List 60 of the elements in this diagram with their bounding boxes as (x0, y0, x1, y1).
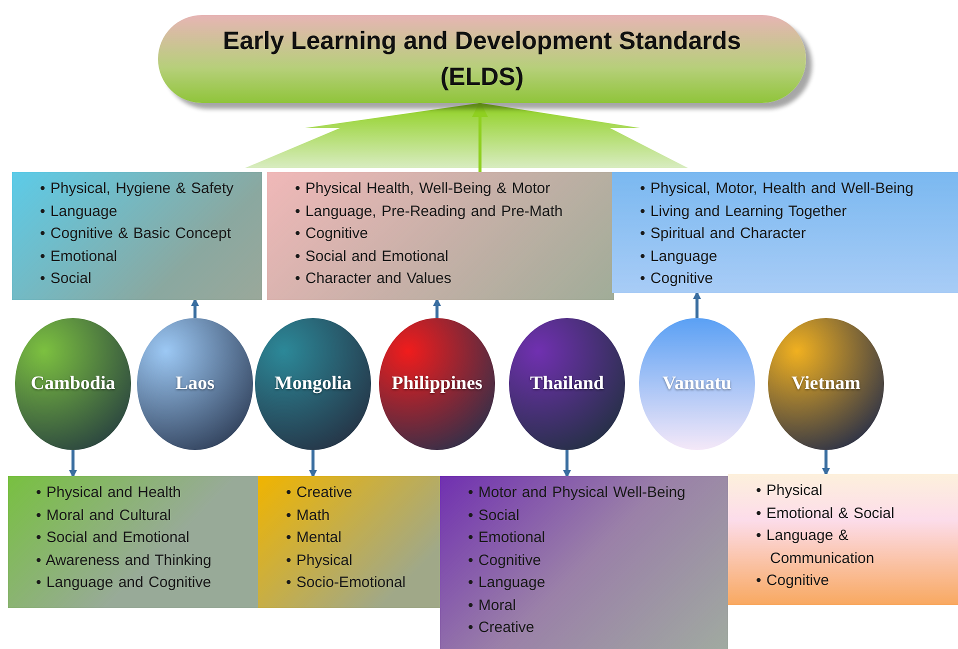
list-item: • Language (40, 202, 118, 222)
title-pill (158, 15, 806, 103)
arrow (191, 298, 199, 318)
country-name: Vietnam (792, 373, 860, 395)
list-item: • Physical Health, Well-Being & Motor (295, 179, 552, 199)
list-item: • Emotional (40, 246, 118, 266)
list-item: • Moral (468, 596, 517, 616)
list-item: • Social and Emotional (36, 528, 190, 548)
country-name: Mongolia (274, 373, 352, 395)
title-text: Early Learning and Development Standards (ELDS) (222, 26, 742, 93)
arrow (309, 450, 317, 478)
country-name: Vanuatu (662, 373, 732, 395)
category-box (267, 172, 614, 300)
list-item: • Social (40, 269, 92, 289)
arrow (245, 101, 688, 172)
list-item: • Creative (468, 618, 536, 638)
arrow (693, 291, 701, 318)
list-item: • Cognitive (756, 571, 830, 591)
list-item: • Emotional (468, 528, 546, 548)
list-item: • Language (468, 573, 546, 593)
list-item: • Socio-Emotional (286, 573, 407, 593)
list-item: • Language & Communication (756, 526, 876, 568)
list-item: • Social (468, 506, 520, 526)
list-item: • Physical, Motor, Health and Well-Being (640, 179, 914, 199)
arrow (433, 298, 441, 318)
arrow (822, 450, 830, 476)
list-item: • Creative (286, 483, 354, 503)
country-name: Cambodia (30, 373, 116, 395)
list-item: • Cognitive (640, 269, 714, 289)
country-name: Philippines (392, 373, 482, 395)
list-item: • Language and Cognitive (36, 573, 212, 593)
country-name: Laos (175, 373, 215, 395)
list-item: • Emotional & Social (756, 504, 896, 524)
list-item: • Cognitive (468, 550, 542, 570)
arrow (69, 450, 77, 478)
list-item: • Physical (756, 481, 824, 501)
list-item: • Mental (286, 528, 342, 548)
list-item: • Motor and Physical Well-Being (468, 483, 686, 503)
category-box (612, 172, 958, 293)
list-item: • Social and Emotional (295, 246, 450, 266)
list-item: • Living and Learning Together (640, 202, 848, 222)
arrow (563, 450, 571, 478)
country-name: Thailand (530, 373, 604, 395)
category-box (8, 476, 260, 608)
list-item: • Language (640, 246, 718, 266)
list-item: • Cognitive (295, 224, 369, 244)
list-item: • Math (286, 506, 331, 526)
list-item: • Physical (286, 550, 354, 570)
list-item: • Physical and Health (36, 483, 182, 503)
category-box (258, 476, 442, 608)
category-box (12, 172, 262, 300)
list-item: • Language, Pre-Reading and Pre-Math (295, 202, 564, 222)
list-item: • Physical, Hygiene & Safety (40, 179, 235, 199)
list-item: • Spiritual and Character (640, 224, 807, 244)
list-item: • Character and Values (295, 269, 452, 289)
category-box (440, 476, 728, 649)
category-box (728, 474, 958, 605)
list-item: • Moral and Cultural (36, 506, 172, 526)
list-item: • Cognitive & Basic Concept (40, 224, 232, 244)
list-item: • Awareness and Thinking (36, 550, 212, 570)
